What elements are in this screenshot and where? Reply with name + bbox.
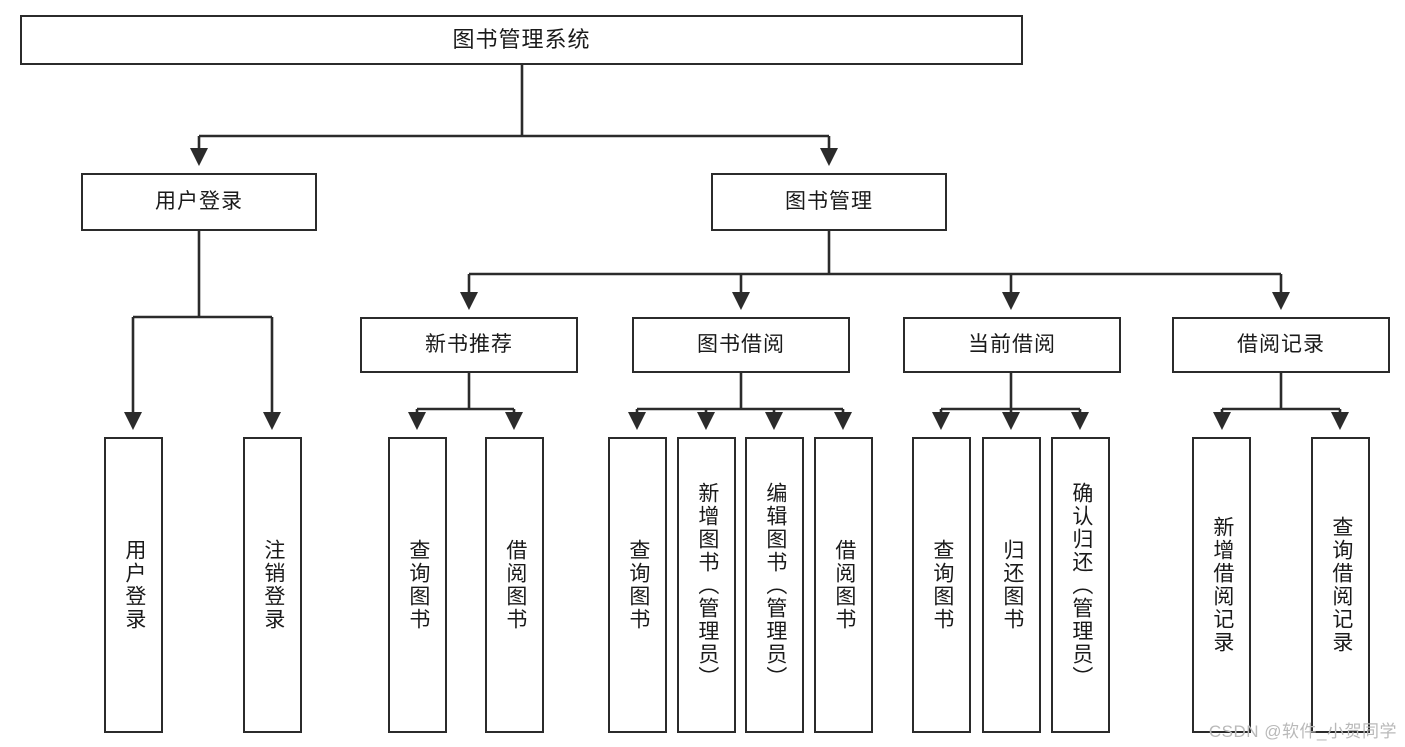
node-leaf-user-login[interactable]: 用户登录 — [104, 437, 163, 733]
node-book-borrow-label: 图书借阅 — [697, 332, 785, 356]
node-root-label: 图书管理系统 — [452, 27, 591, 53]
node-leaf-query-book-2-label: 查询图书 — [626, 539, 650, 631]
node-leaf-logout[interactable]: 注销登录 — [243, 437, 302, 733]
node-leaf-add-record[interactable]: 新增借阅记录 — [1192, 437, 1251, 733]
node-user-login-label: 用户登录 — [155, 189, 243, 213]
node-user-login[interactable]: 用户登录 — [81, 173, 317, 231]
node-borrow-record-label: 借阅记录 — [1237, 332, 1325, 356]
node-leaf-confirm-return-label: 确认归还（管理员） — [1069, 481, 1093, 689]
node-leaf-confirm-return[interactable]: 确认归还（管理员） — [1051, 437, 1110, 733]
node-current-borrow-label: 当前借阅 — [968, 332, 1056, 356]
node-leaf-edit-book-label: 编辑图书（管理员） — [763, 481, 787, 689]
node-leaf-add-book[interactable]: 新增图书（管理员） — [677, 437, 736, 733]
node-root[interactable]: 图书管理系统 — [20, 15, 1023, 65]
csdn-watermark: CSDN @软件_小贺同学 — [1208, 722, 1397, 741]
node-current-borrow[interactable]: 当前借阅 — [903, 317, 1121, 373]
node-leaf-borrow-book-2[interactable]: 借阅图书 — [814, 437, 873, 733]
node-leaf-borrow-book-2-label: 借阅图书 — [832, 539, 856, 631]
node-leaf-query-record[interactable]: 查询借阅记录 — [1311, 437, 1370, 733]
node-leaf-logout-label: 注销登录 — [261, 539, 285, 631]
node-leaf-query-book-1-label: 查询图书 — [406, 539, 430, 631]
node-leaf-query-book-2[interactable]: 查询图书 — [608, 437, 667, 733]
node-leaf-query-book-3[interactable]: 查询图书 — [912, 437, 971, 733]
node-leaf-borrow-book-1-label: 借阅图书 — [503, 539, 527, 631]
node-book-manage[interactable]: 图书管理 — [711, 173, 947, 231]
node-leaf-add-book-label: 新增图书（管理员） — [695, 481, 719, 689]
node-book-manage-label: 图书管理 — [785, 189, 873, 213]
node-leaf-user-login-label: 用户登录 — [122, 539, 146, 631]
node-new-book-rec-label: 新书推荐 — [425, 332, 513, 356]
node-leaf-return-book-label: 归还图书 — [1000, 539, 1024, 631]
node-leaf-query-record-label: 查询借阅记录 — [1329, 516, 1353, 654]
node-leaf-query-book-3-label: 查询图书 — [930, 539, 954, 631]
node-leaf-return-book[interactable]: 归还图书 — [982, 437, 1041, 733]
node-new-book-rec[interactable]: 新书推荐 — [360, 317, 578, 373]
node-leaf-add-record-label: 新增借阅记录 — [1210, 516, 1234, 654]
node-leaf-query-book-1[interactable]: 查询图书 — [388, 437, 447, 733]
node-book-borrow[interactable]: 图书借阅 — [632, 317, 850, 373]
node-leaf-borrow-book-1[interactable]: 借阅图书 — [485, 437, 544, 733]
node-leaf-edit-book[interactable]: 编辑图书（管理员） — [745, 437, 804, 733]
node-borrow-record[interactable]: 借阅记录 — [1172, 317, 1390, 373]
